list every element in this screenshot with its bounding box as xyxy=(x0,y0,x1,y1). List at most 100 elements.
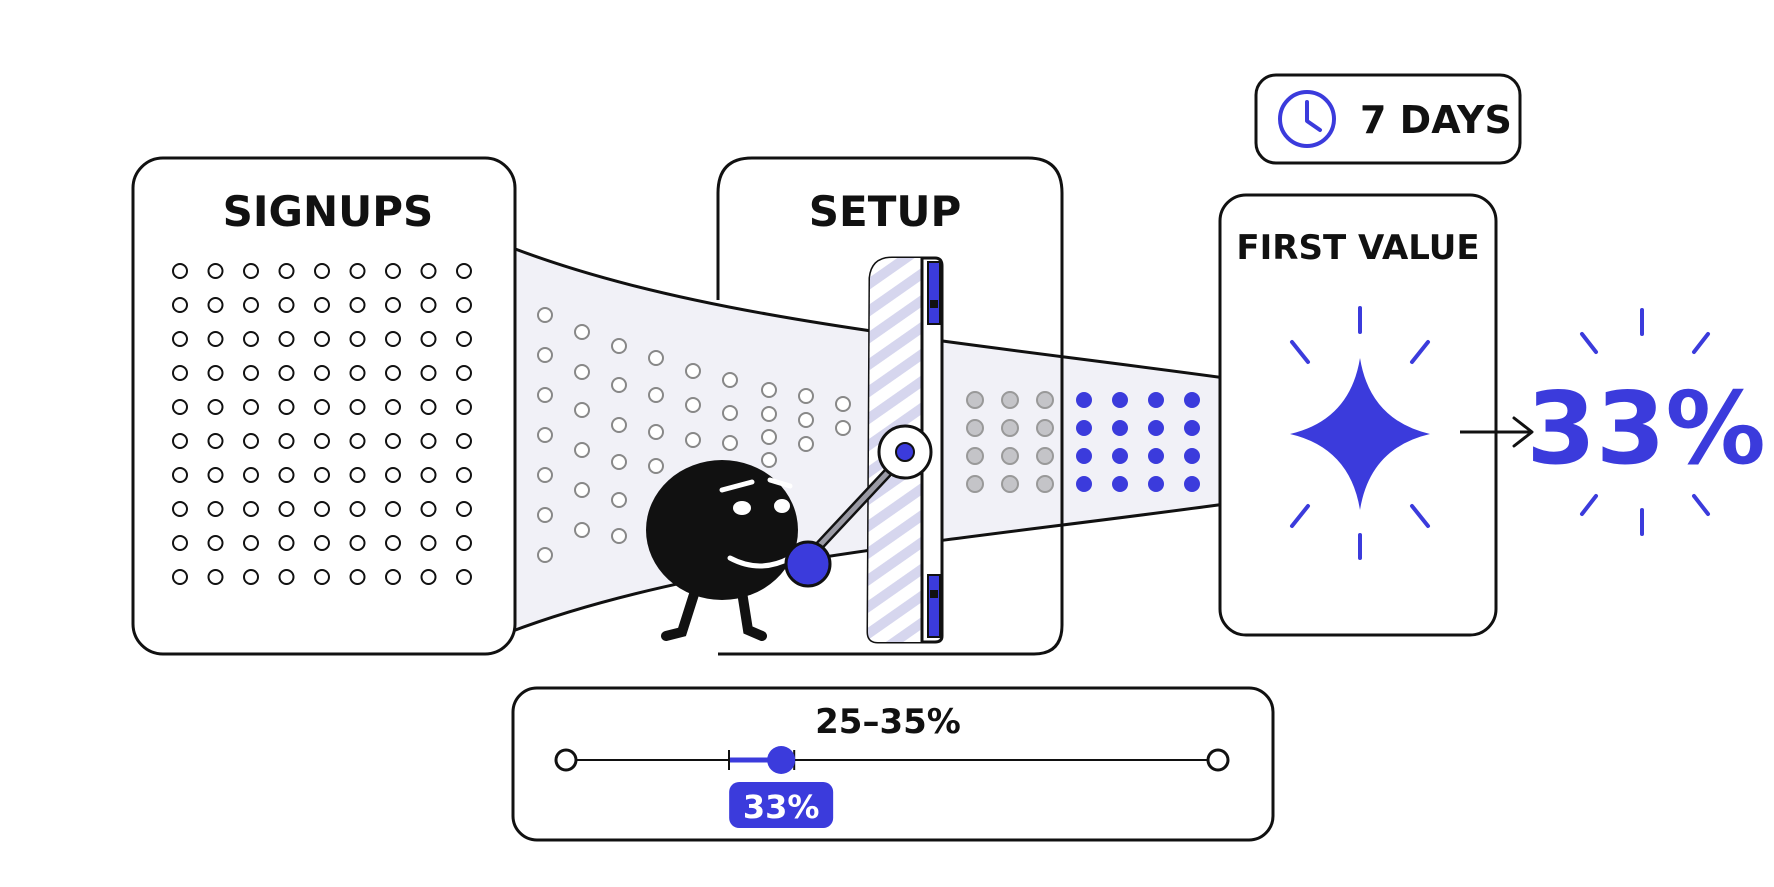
dot xyxy=(172,501,188,517)
dot xyxy=(456,365,472,381)
dot xyxy=(574,442,590,458)
dot xyxy=(314,263,330,279)
dot xyxy=(420,365,437,381)
dot xyxy=(207,501,224,517)
dot xyxy=(243,501,259,517)
dot xyxy=(1036,447,1054,465)
dot xyxy=(648,424,664,440)
dot xyxy=(172,535,188,551)
dot xyxy=(385,365,401,381)
clock-icon xyxy=(1278,90,1336,148)
signups-card: SIGNUPS xyxy=(131,156,517,656)
dot xyxy=(420,569,437,585)
dot xyxy=(537,467,553,483)
dot xyxy=(1001,419,1019,437)
ball-character xyxy=(646,424,933,641)
dot xyxy=(278,501,295,517)
dot xyxy=(1076,392,1092,408)
dot xyxy=(243,569,259,585)
dot xyxy=(574,522,590,538)
dot xyxy=(385,433,401,449)
dot xyxy=(966,419,984,437)
dot xyxy=(314,399,330,415)
dot xyxy=(1148,420,1164,436)
dot xyxy=(243,399,259,415)
dot xyxy=(1036,391,1054,409)
dot xyxy=(385,297,401,313)
range-label: 25–35% xyxy=(815,702,961,742)
dot xyxy=(456,433,472,449)
dot xyxy=(1036,419,1054,437)
dot xyxy=(835,396,851,412)
dot xyxy=(207,399,224,415)
dot xyxy=(243,365,259,381)
dot xyxy=(349,263,366,279)
dot xyxy=(685,397,701,413)
dot xyxy=(172,297,188,313)
arrow-right-icon xyxy=(1460,416,1534,448)
dot xyxy=(761,452,777,468)
dot xyxy=(172,331,188,347)
dot xyxy=(207,263,224,279)
dot xyxy=(385,399,401,415)
dot xyxy=(1148,392,1164,408)
dot xyxy=(314,365,330,381)
dot xyxy=(537,547,553,563)
dot xyxy=(349,297,366,313)
dot xyxy=(314,501,330,517)
dot xyxy=(172,263,188,279)
dot xyxy=(648,350,664,366)
dot xyxy=(349,433,366,449)
dot xyxy=(420,535,437,551)
result-group: 33% xyxy=(1526,308,1766,536)
dot xyxy=(243,263,259,279)
dot xyxy=(420,263,437,279)
dot xyxy=(1184,392,1200,408)
dot xyxy=(385,467,401,483)
dot xyxy=(207,433,224,449)
dot xyxy=(207,297,224,313)
funnel-edge-top xyxy=(509,245,1241,382)
dot xyxy=(761,429,777,445)
range-panel: 25–35% 33% xyxy=(511,686,1275,842)
dot xyxy=(966,391,984,409)
setup-card: SETUP xyxy=(716,156,1064,656)
dot xyxy=(172,365,188,381)
dot xyxy=(172,433,188,449)
dot xyxy=(537,387,553,403)
dot xyxy=(207,569,224,585)
first-value-title: FIRST VALUE xyxy=(1236,228,1479,268)
dot xyxy=(456,263,472,279)
dot xyxy=(1112,392,1128,408)
dot xyxy=(537,307,553,323)
dot xyxy=(278,331,295,347)
dot xyxy=(685,363,701,379)
dot xyxy=(685,432,701,448)
dot xyxy=(243,535,259,551)
dot xyxy=(1112,476,1128,492)
dot xyxy=(420,433,437,449)
dot xyxy=(278,569,295,585)
dot xyxy=(349,331,366,347)
dot xyxy=(1001,447,1019,465)
dot xyxy=(420,467,437,483)
dot xyxy=(456,297,472,313)
dot xyxy=(314,467,330,483)
dot xyxy=(385,263,401,279)
range-slider: 33% xyxy=(554,746,1230,828)
dot xyxy=(385,535,401,551)
dot xyxy=(314,331,330,347)
dot xyxy=(243,331,259,347)
dot xyxy=(761,382,777,398)
dot xyxy=(278,263,295,279)
dot xyxy=(385,569,401,585)
dot xyxy=(278,297,295,313)
dot xyxy=(456,399,472,415)
dot xyxy=(648,458,664,474)
dot xyxy=(278,535,295,551)
dot xyxy=(456,467,472,483)
setup-title: SETUP xyxy=(809,187,961,236)
dot xyxy=(172,399,188,415)
dot xyxy=(1148,448,1164,464)
